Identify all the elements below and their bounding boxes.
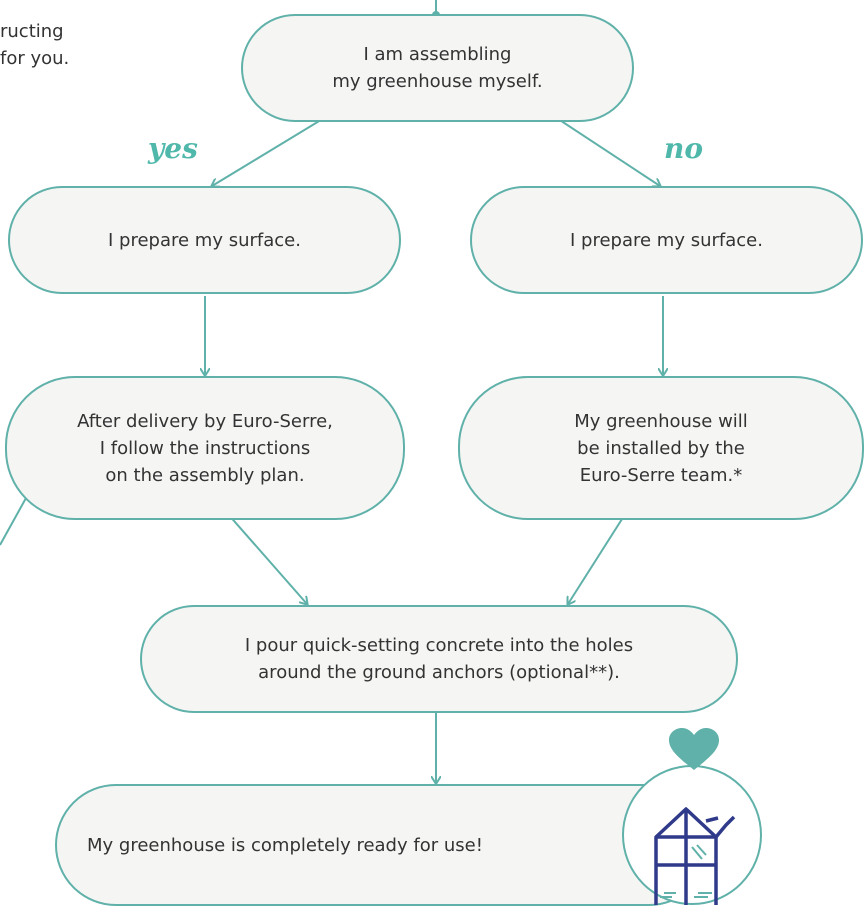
node-concrete-text: I pour quick-setting concrete into the h… [244,635,634,683]
node-no-prepare: I prepare my surface. [470,186,863,294]
greenhouse-badge [622,765,762,905]
greenhouse-icon [654,807,736,905]
node-ready-text: My greenhouse is completely ready for us… [87,834,483,856]
node-yes-prepare-text: I prepare my surface. [108,229,301,251]
node-ready: My greenhouse is completely ready for us… [55,784,710,906]
heart-icon [669,728,719,770]
label-no: no [664,132,704,165]
node-start-text: I am assembling my greenhouse myself. [332,44,543,92]
node-no-install: My greenhouse will be installed by the E… [458,376,864,520]
node-yes-follow: After delivery by Euro-Serre, I follow t… [5,376,405,520]
label-yes: yes [148,132,198,165]
node-concrete: I pour quick-setting concrete into the h… [140,605,738,713]
node-start: I am assembling my greenhouse myself. [241,14,634,122]
cropped-text: ructing for you. [0,21,70,69]
node-yes-prepare: I prepare my surface. [8,186,401,294]
node-no-install-text: My greenhouse will be installed by the E… [574,410,748,486]
node-no-prepare-text: I prepare my surface. [570,229,763,251]
node-yes-follow-text: After delivery by Euro-Serre, I follow t… [77,410,333,486]
